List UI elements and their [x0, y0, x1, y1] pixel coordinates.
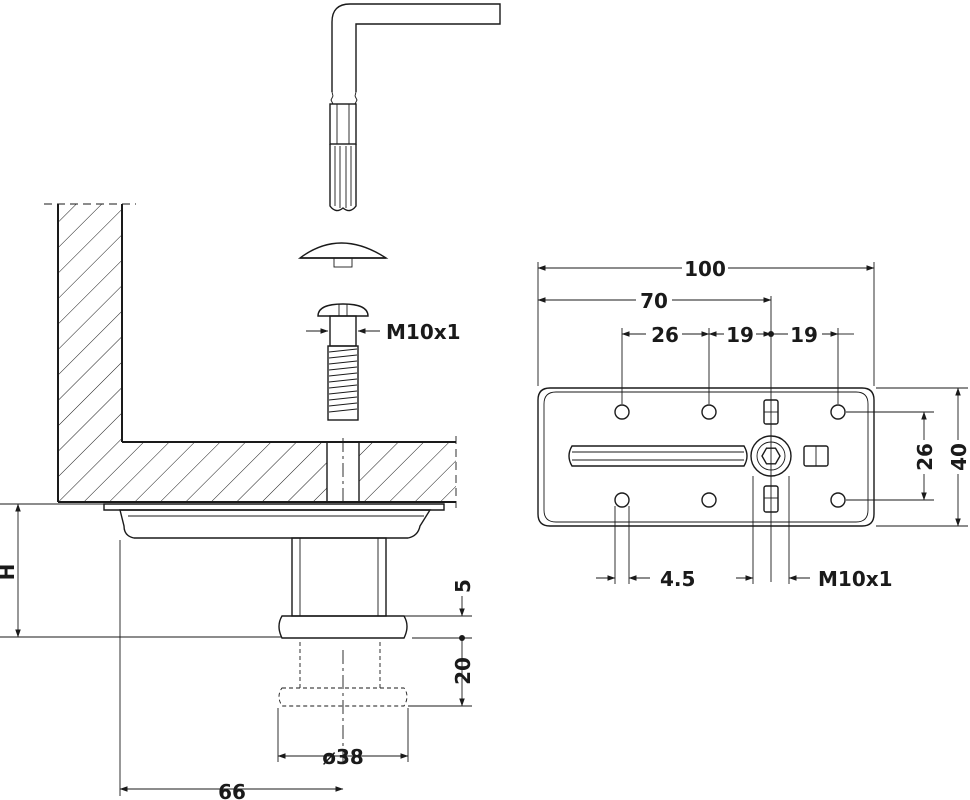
plate-thread-label: M10x1	[818, 567, 893, 591]
pitch-b-label: 19	[790, 323, 818, 347]
mounting-hole	[701, 404, 717, 420]
hole-span-label: 70	[640, 289, 668, 313]
adjust-range-label: 20	[451, 657, 475, 685]
plate-length-label: 100	[684, 257, 726, 281]
offset-label: 66	[218, 780, 246, 800]
side-view-dimensions: M10x1 H 5 20 ø38 66	[0, 320, 475, 800]
hole-diameter-label: 4.5	[660, 567, 695, 591]
mounting-hole	[701, 492, 717, 508]
adjustable-foot-icon	[103, 503, 445, 762]
hole-pitch-label: 26	[651, 323, 679, 347]
hole-rows-label: 26	[913, 443, 937, 471]
hex-key-icon	[329, 3, 501, 212]
machine-screw-icon	[317, 303, 369, 421]
mounting-hole	[830, 492, 846, 508]
height-h-label: H	[0, 564, 19, 581]
pitch-a-label: 19	[726, 323, 754, 347]
screw-thread-label: M10x1	[386, 320, 461, 344]
foot-diameter-label: ø38	[322, 745, 364, 769]
mounting-hole	[614, 404, 630, 420]
mounting-hole	[830, 404, 846, 420]
foot-thickness-label: 5	[451, 579, 475, 593]
mounting-hole	[614, 492, 630, 508]
plate-dimensions: 100 70 26 19 19 40 26 4.5	[537, 256, 970, 591]
plate-height-label: 40	[947, 443, 970, 471]
mounting-plate-icon	[537, 387, 875, 527]
cabinet-section	[44, 203, 457, 508]
cover-cap-icon	[297, 242, 389, 268]
